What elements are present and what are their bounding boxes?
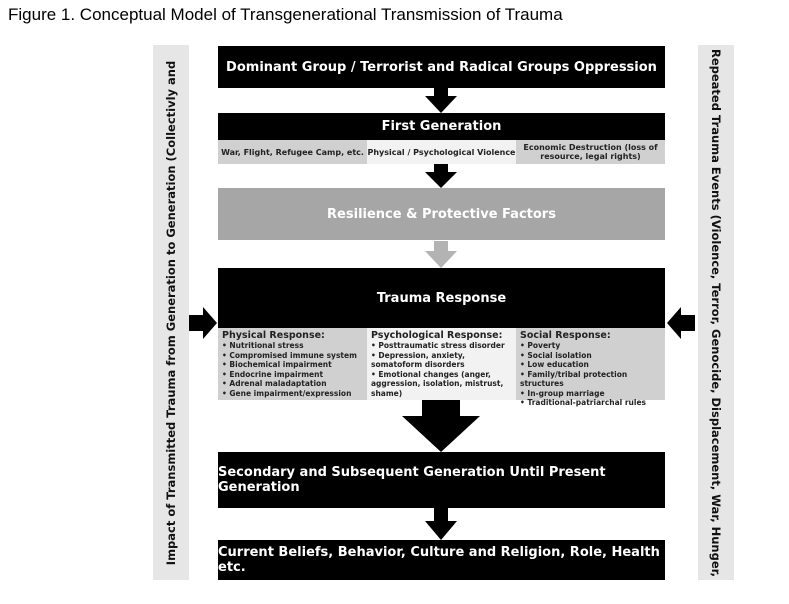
response-item: • Adrenal maladaptation [222,379,327,388]
right-arrow [189,307,217,339]
response-item: • Family/tribal protection structures [520,369,628,389]
physical-response-column: Physical Response:• Nutritional stress• … [218,328,367,400]
column-heading: Social Response: [520,330,611,341]
secondary-generation-box: Secondary and Subsequent Generation Unti… [218,452,665,508]
response-item: • Endocrine impairment [222,369,324,379]
response-item: • Posttraumatic stress disorder [371,341,505,350]
resilience-box: Resilience & Protective Factors [218,188,665,240]
right-side-panel: Repeated Trauma Events (Violence, Terror… [698,45,734,580]
down-arrow [425,508,457,540]
response-item: • Compromised immune system [222,350,357,360]
response-item: • In-group marriage [520,388,605,398]
current-beliefs-box: Current Beliefs, Behavior, Culture and R… [218,540,665,580]
response-item: • Poverty [520,341,561,350]
figure-title: Figure 1. Conceptual Model of Transgener… [8,5,563,24]
oppression-box: Dominant Group / Terrorist and Radical G… [218,46,665,88]
first-generation-box: First Generation [218,113,665,140]
response-item: • Depression, anxiety, somatoform disord… [371,350,465,370]
down-arrow [425,88,457,113]
down-arrow [402,400,480,452]
response-item: • Low education [520,360,589,369]
first-gen-cell: Physical / Psychological Violence [367,140,516,164]
trauma-response-box: Trauma Response [218,268,665,328]
psychological-response-column: Psychological Response:• Posttraumatic s… [367,328,516,400]
first-gen-cell: War, Flight, Refugee Camp, etc. [218,140,367,164]
response-item: • Gene impairment/expression [222,388,352,398]
response-item: • Emotional changes (anger, aggression, … [371,369,504,398]
response-item: • Social isolation [520,350,592,360]
response-item: • Biochemical impairment [222,360,332,369]
first-gen-cell: Economic Destruction (loss of resource, … [516,140,665,164]
down-arrow [425,241,457,268]
response-item: • Traditional-patriarchal rules [520,398,647,407]
trauma-response-row: Physical Response:• Nutritional stress• … [218,328,665,407]
response-item: • Nutritional stress [222,341,304,350]
first-generation-row: War, Flight, Refugee Camp, etc. Physical… [218,140,665,164]
down-arrow [425,164,457,188]
left-side-panel: Impact of Transmitted Trauma from Genera… [153,45,189,580]
column-heading: Physical Response: [222,330,325,341]
left-arrow [667,307,695,339]
column-heading: Psychological Response: [371,330,503,341]
social-response-column: Social Response:• Poverty• Social isolat… [516,328,665,407]
